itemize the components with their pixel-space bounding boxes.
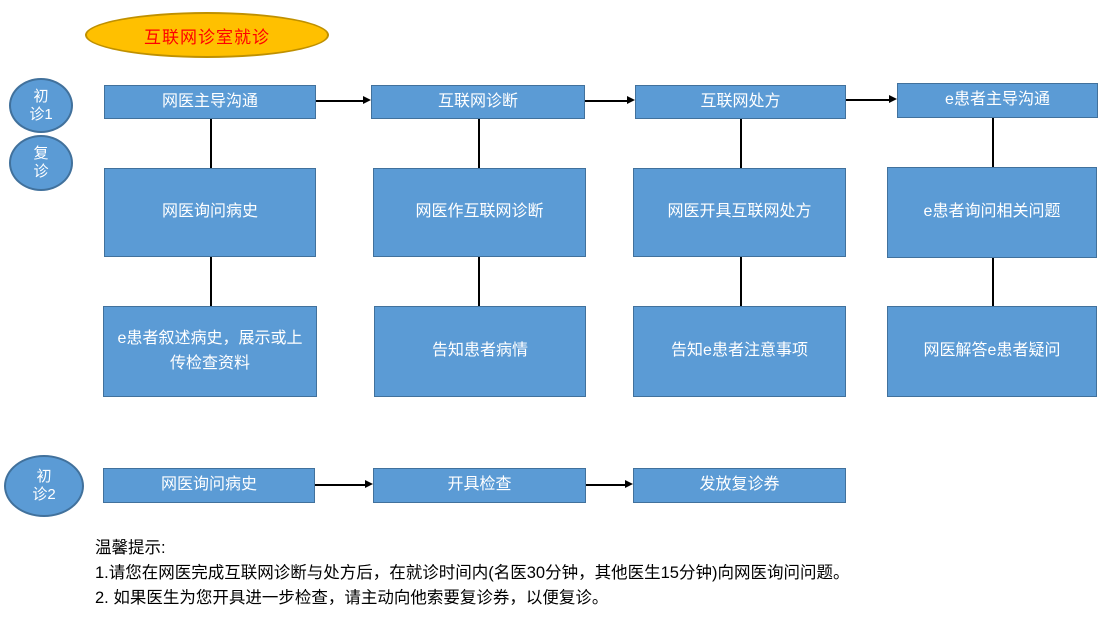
node-label: 互联网处方 (700, 92, 781, 110)
node-label: e患者叙述病史，展示或上传检查资料 (117, 329, 303, 372)
node-doctor-asks-history-2: 网医询问病史 (103, 468, 315, 503)
node-label: e患者主导沟通 (945, 91, 1050, 109)
side-ellipse-first-visit-2-label: 初 诊2 (32, 468, 56, 503)
arrow-right-icon (846, 96, 897, 102)
connector-line (740, 119, 742, 168)
notes-heading: 温馨提示: (95, 539, 166, 557)
node-label: 网医解答e患者疑问 (923, 342, 1061, 360)
title-ellipse: 互联网诊室就诊 (85, 12, 329, 58)
node-label: e患者询问相关问题 (923, 203, 1061, 221)
connector-line (210, 257, 212, 306)
arrow-right-icon (586, 481, 633, 487)
node-epatient-led-communication: e患者主导沟通 (897, 83, 1098, 118)
node-label: 告知患者病情 (431, 342, 528, 360)
connector-line (992, 258, 994, 306)
node-label: 网医作互联网诊断 (415, 203, 544, 221)
side-ellipse-revisit-label: 复 诊 (33, 145, 49, 180)
node-order-tests: 开具检查 (373, 468, 586, 503)
side-ellipse-first-visit-1-label: 初 诊1 (29, 87, 53, 123)
node-label: 网医主导沟通 (161, 92, 258, 110)
node-internet-prescription: 互联网处方 (635, 85, 846, 119)
node-label: 互联网诊断 (437, 92, 518, 110)
connector-line (478, 119, 480, 168)
side-ellipse-first-visit-1: 初 诊1 (9, 78, 73, 133)
notes-line-2: 2. 如果医生为您开具进一步检查，请主动向他索要复诊券，以便复诊。 (95, 589, 609, 607)
node-label: 告知e患者注意事项 (671, 342, 808, 360)
node-label: 发放复诊券 (699, 476, 780, 494)
connector-line (740, 257, 742, 306)
title-ellipse-label: 互联网诊室就诊 (144, 27, 270, 47)
arrow-right-icon (315, 481, 373, 487)
node-epatient-asks-related-questions: e患者询问相关问题 (887, 167, 1097, 258)
node-label: 网医询问病史 (161, 203, 258, 221)
connector-line (992, 118, 994, 167)
node-issue-revisit-ticket: 发放复诊券 (633, 468, 846, 503)
node-doctor-led-communication: 网医主导沟通 (104, 85, 316, 119)
arrow-right-icon (316, 97, 371, 103)
notes-block: 温馨提示: 1.请您在网医完成互联网诊断与处方后，在就诊时间内(名医30分钟，其… (95, 536, 849, 611)
node-label: 网医询问病史 (160, 476, 257, 494)
arrow-right-icon (585, 97, 635, 103)
node-label: 网医开具互联网处方 (667, 203, 812, 221)
node-doctor-issues-internet-prescription: 网医开具互联网处方 (633, 168, 846, 257)
node-inform-patient-condition: 告知患者病情 (374, 306, 586, 397)
node-doctor-makes-internet-diagnosis: 网医作互联网诊断 (373, 168, 586, 257)
side-ellipse-revisit: 复 诊 (9, 135, 73, 191)
node-inform-epatient-precautions: 告知e患者注意事项 (633, 306, 846, 397)
notes-line-1: 1.请您在网医完成互联网诊断与处方后，在就诊时间内(名医30分钟，其他医生15分… (95, 564, 850, 582)
node-internet-diagnosis: 互联网诊断 (371, 85, 585, 119)
node-label: 开具检查 (447, 476, 512, 494)
node-doctor-asks-history: 网医询问病史 (104, 168, 316, 257)
side-ellipse-first-visit-2: 初 诊2 (4, 455, 84, 517)
node-epatient-describes-history-uploads-records: e患者叙述病史，展示或上传检查资料 (103, 306, 317, 397)
connector-line (210, 119, 212, 168)
node-doctor-answers-epatient-questions: 网医解答e患者疑问 (887, 306, 1097, 397)
connector-line (478, 257, 480, 306)
